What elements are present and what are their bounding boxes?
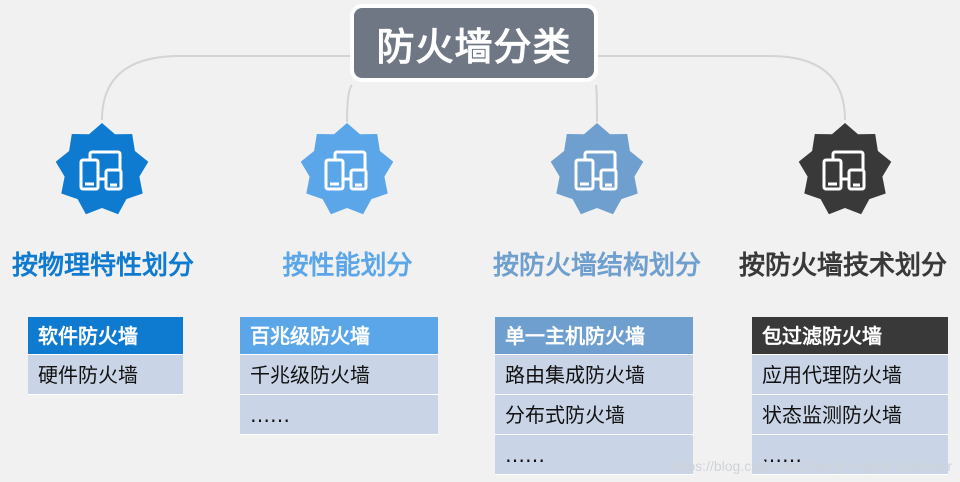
category-header-item: 百兆级防火墙 — [240, 317, 438, 355]
devices-icon — [79, 150, 123, 191]
category-item: 分布式防火墙 — [495, 395, 693, 435]
category-badge — [549, 122, 645, 218]
connector-line — [346, 84, 353, 123]
category-item: 路由集成防火墙 — [495, 355, 693, 395]
category-item: …… — [495, 435, 693, 475]
connector-line — [101, 55, 352, 121]
category-badge — [797, 122, 893, 218]
category-badge — [299, 122, 395, 218]
category-item: 千兆级防火墙 — [240, 355, 438, 395]
category-header-item: 包过滤防火墙 — [752, 317, 948, 355]
category-item-list: 百兆级防火墙千兆级防火墙…… — [240, 317, 438, 435]
category-title: 按物理特性划分 — [11, 251, 194, 281]
category-badge — [54, 122, 150, 218]
category-header-item: 软件防火墙 — [28, 317, 183, 355]
connector-line — [595, 84, 598, 123]
category-item: 硬件防火墙 — [28, 355, 183, 395]
category-title: 按防火墙结构划分 — [492, 251, 701, 281]
devices-icon — [574, 150, 618, 191]
diagram-title: 防火墙分类 — [350, 4, 598, 82]
category-header-item: 单一主机防火墙 — [495, 317, 693, 355]
connector-line — [596, 55, 846, 121]
devices-icon — [324, 150, 368, 191]
category-title: 按性能划分 — [282, 251, 413, 281]
category-title: 按防火墙技术划分 — [738, 251, 947, 281]
watermark: https://blog.csdn.net/ZhangPengFeiToWinn… — [671, 458, 952, 474]
devices-icon — [822, 150, 866, 191]
category-item-list: 包过滤防火墙应用代理防火墙状态监测防火墙…… — [752, 317, 948, 475]
category-item-list: 单一主机防火墙路由集成防火墙分布式防火墙…… — [495, 317, 693, 475]
category-item: 应用代理防火墙 — [752, 355, 948, 395]
category-item: …… — [752, 435, 948, 475]
category-item-list: 软件防火墙硬件防火墙 — [28, 317, 183, 395]
category-item: …… — [240, 395, 438, 435]
category-item: 状态监测防火墙 — [752, 395, 948, 435]
